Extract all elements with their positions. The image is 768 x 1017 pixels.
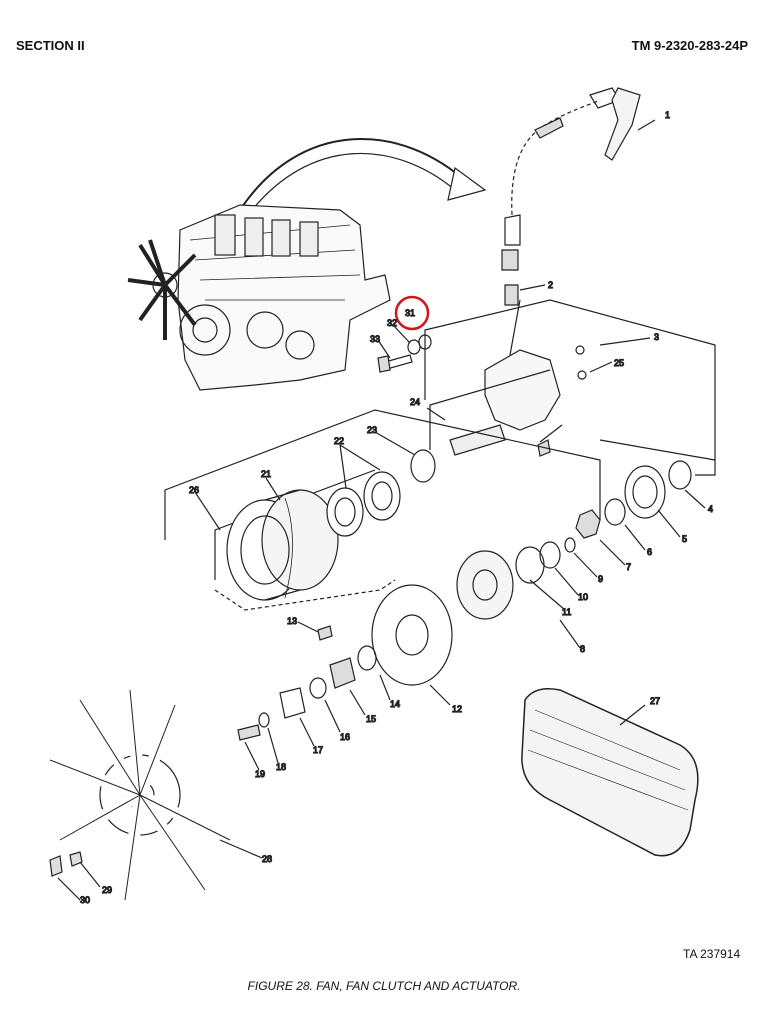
svg-text:19: 19 — [255, 769, 265, 779]
svg-text:18: 18 — [276, 762, 286, 772]
svg-text:15: 15 — [366, 714, 376, 724]
svg-text:4: 4 — [708, 504, 713, 514]
svg-text:31: 31 — [405, 308, 415, 318]
svg-text:6: 6 — [647, 547, 652, 557]
svg-text:30: 30 — [80, 895, 90, 905]
svg-text:28: 28 — [262, 854, 272, 864]
tm-number: TM 9-2320-283-24P — [631, 38, 748, 53]
svg-text:22: 22 — [334, 436, 344, 446]
figure-caption: FIGURE 28. FAN, FAN CLUTCH AND ACTUATOR. — [247, 979, 521, 993]
svg-text:26: 26 — [189, 485, 199, 495]
svg-text:5: 5 — [682, 534, 687, 544]
svg-text:7: 7 — [626, 562, 631, 572]
svg-text:32: 32 — [387, 318, 397, 328]
svg-text:21: 21 — [261, 469, 271, 479]
fan-illustration — [44, 684, 236, 906]
svg-text:9: 9 — [598, 574, 603, 584]
svg-text:11: 11 — [562, 607, 571, 617]
ta-number: TA 237914 — [683, 947, 741, 961]
section-label: SECTION II — [16, 38, 85, 53]
svg-text:12: 12 — [452, 704, 462, 714]
svg-text:17: 17 — [313, 745, 323, 755]
svg-text:8: 8 — [580, 644, 585, 654]
svg-text:24: 24 — [410, 397, 420, 407]
svg-text:14: 14 — [390, 699, 400, 709]
svg-text:13: 13 — [287, 616, 297, 626]
svg-text:16: 16 — [340, 732, 350, 742]
engine-illustration — [127, 204, 391, 391]
svg-text:1: 1 — [665, 110, 670, 120]
svg-text:23: 23 — [367, 425, 377, 435]
svg-text:29: 29 — [102, 885, 112, 895]
svg-text:33: 33 — [370, 334, 380, 344]
svg-text:2: 2 — [548, 280, 553, 290]
svg-text:27: 27 — [650, 696, 660, 706]
svg-text:10: 10 — [578, 592, 588, 602]
svg-text:3: 3 — [654, 332, 659, 342]
svg-text:25: 25 — [614, 358, 624, 368]
